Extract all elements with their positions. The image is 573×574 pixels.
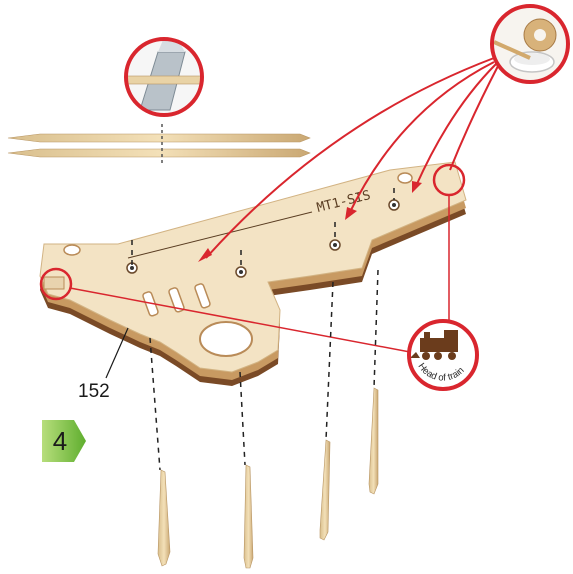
toothpick-pair <box>8 124 310 165</box>
cutter-icon <box>126 39 202 115</box>
stick <box>320 440 330 540</box>
step-badge: 4 <box>42 420 86 462</box>
pin-hole <box>330 240 340 250</box>
step-number: 4 <box>42 426 78 457</box>
stick <box>369 388 378 494</box>
pin-hole <box>389 200 399 210</box>
glue-icon <box>492 6 568 82</box>
stick <box>244 465 253 568</box>
wooden-part-152: MT1-SIS <box>40 162 466 386</box>
part-number-label: 152 <box>78 381 110 403</box>
pin-hole <box>236 267 246 277</box>
stick <box>158 470 170 566</box>
vertical-sticks <box>158 388 378 568</box>
locomotive-icon: Head of train <box>409 321 477 389</box>
